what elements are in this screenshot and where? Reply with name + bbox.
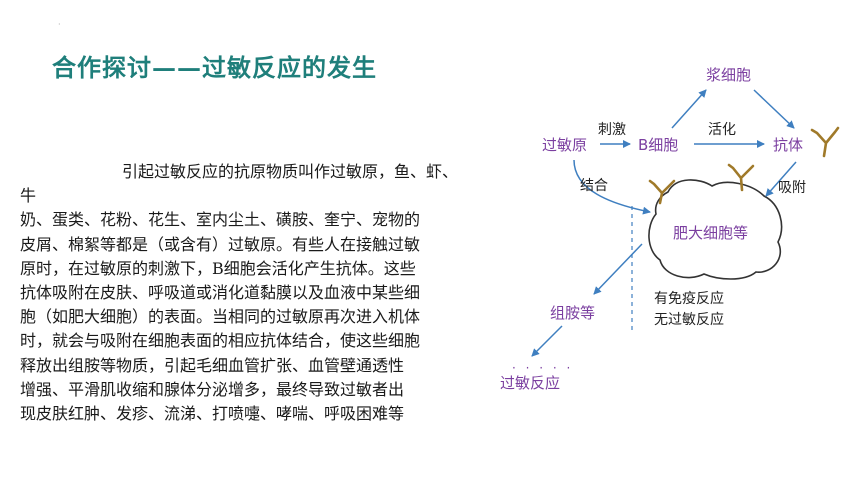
node-histamine: 组胺等 bbox=[550, 304, 595, 322]
paragraph-line: 现皮肤红肿、发疹、流涕、打喷嚏、哮喘、呼吸困难等 bbox=[20, 404, 405, 424]
slide-title: 合作探讨——过敏反应的发生 bbox=[52, 53, 377, 82]
edge-label-adsorb: 吸附 bbox=[778, 180, 806, 196]
paragraph-line: 增强、平滑肌收缩和腺体分泌增多，最终导致过敏者出 bbox=[20, 379, 405, 399]
dotted-trail: · · · · · bbox=[512, 361, 573, 375]
note-line-no-allergy: 无过敏反应 bbox=[654, 311, 724, 328]
node-plasma-cell: 浆细胞 bbox=[706, 66, 751, 84]
paragraph-line: 皮屑、棉絮等都是（或含有）过敏原。有些人在接触过敏 bbox=[20, 234, 421, 254]
arrow-plasma-to-antibody bbox=[753, 89, 795, 129]
edge-label-activate: 活化 bbox=[708, 122, 736, 138]
edge-label-stimulate: 刺激 bbox=[598, 121, 626, 138]
paragraph-line: 奶、蛋类、花粉、花生、室内尘土、磺胺、奎宁、宠物的 bbox=[20, 210, 421, 230]
explanation-paragraph: 引起过敏反应的抗原物质叫作过敏原，鱼、虾、 牛 奶、蛋类、花粉、花生、室内尘土、… bbox=[20, 160, 520, 426]
note-line-immune: 有免疫反应 bbox=[654, 290, 724, 307]
node-mast-cell: 肥大细胞等 bbox=[673, 224, 748, 242]
paragraph-line: 引起过敏反应的抗原物质叫作过敏原，鱼、虾、 bbox=[122, 162, 459, 181]
paragraph-line: 原时，在过敏原的刺激下，B细胞会活化产生抗体。这些 bbox=[20, 258, 416, 278]
antibody-icon bbox=[727, 163, 755, 192]
paragraph-line: 胞（如肥大细胞）的表面。当相同的过敏原再次进入机体 bbox=[20, 307, 421, 327]
antibody-icon bbox=[810, 126, 840, 158]
edge-label-combine: 结合 bbox=[580, 178, 608, 194]
paragraph-line: 释放出组胺等物质，引起毛细血管扩张、血管壁通透性 bbox=[20, 355, 405, 375]
paragraph-line: 牛 bbox=[20, 186, 37, 206]
node-allergen: 过敏原 bbox=[542, 136, 587, 154]
arrow-histamine-to-reaction bbox=[531, 325, 563, 357]
node-antibody: 抗体 bbox=[773, 136, 803, 154]
paragraph-line: 时，就会与吸附在细胞表面的相应抗体结合，使这些细胞 bbox=[20, 331, 421, 351]
arrow-antibody-to-mastcell bbox=[765, 161, 797, 197]
arrow-bcell-to-plasma bbox=[671, 89, 707, 129]
arrow-allergen-combine bbox=[573, 159, 651, 215]
node-allergic-reaction: 过敏反应 bbox=[500, 374, 560, 392]
node-b-cell: B细胞 bbox=[638, 136, 678, 154]
paragraph-line: 抗体吸附在皮肤、呼吸道或消化道黏膜以及血液中某些细 bbox=[20, 283, 421, 303]
mast-cell-shape bbox=[648, 179, 783, 280]
antibody-icon bbox=[648, 179, 676, 205]
slide-marker: · bbox=[58, 20, 61, 29]
arrow-mastcell-to-histamine bbox=[593, 243, 643, 295]
